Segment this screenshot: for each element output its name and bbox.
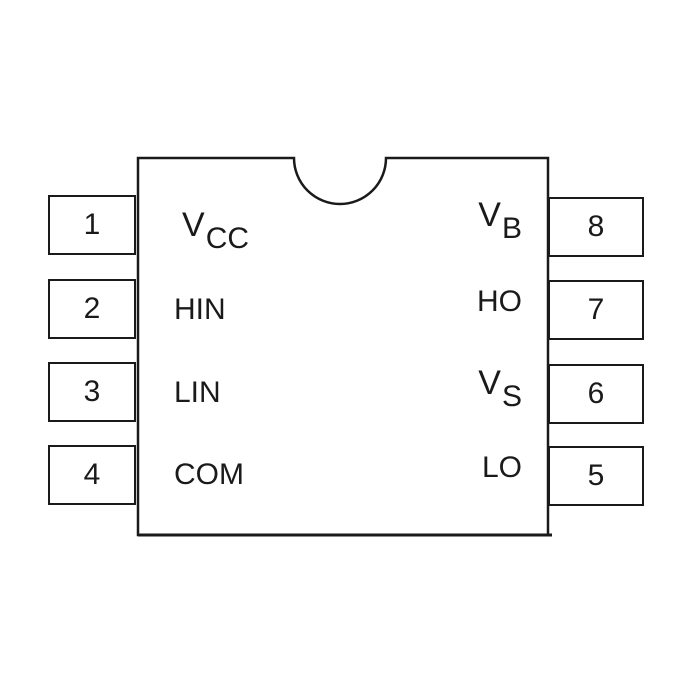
pin-5-label-main: LO bbox=[481, 451, 522, 484]
pin-1-number: 1 bbox=[83, 208, 101, 241]
pin-8-box: 8 bbox=[548, 197, 644, 257]
pin-8-label: VB bbox=[478, 196, 522, 244]
pin-6-number: 6 bbox=[587, 377, 605, 410]
pin-2-number: 2 bbox=[83, 292, 101, 325]
pin-7-number: 7 bbox=[587, 293, 605, 326]
pin-5-box: 5 bbox=[548, 446, 644, 506]
pin-1-box: 1 bbox=[48, 195, 136, 255]
pin-1-label-main: V bbox=[182, 206, 205, 244]
pin-6-label-main: V bbox=[478, 364, 501, 402]
pin-3-number: 3 bbox=[83, 375, 101, 408]
pin-3-label-main: LIN bbox=[174, 376, 221, 409]
pin-1-label-sub: CC bbox=[205, 222, 250, 255]
pin-1-label: VCC bbox=[182, 206, 249, 254]
pin-4-label-main: COM bbox=[174, 458, 244, 491]
pin-2-box: 2 bbox=[48, 279, 136, 339]
pin-5-label: LO bbox=[482, 453, 522, 483]
pin-3-box: 3 bbox=[48, 362, 136, 422]
pin-5-number: 5 bbox=[587, 459, 605, 492]
ic-body-outline bbox=[136, 156, 550, 537]
pin-6-label-sub: S bbox=[501, 380, 522, 413]
pin-2-label-main: HIN bbox=[174, 293, 226, 326]
pin-7-box: 7 bbox=[548, 280, 644, 340]
pin-6-label: VS bbox=[478, 364, 522, 412]
pin-4-label: COM bbox=[174, 460, 244, 490]
pin-3-label: LIN bbox=[174, 378, 221, 408]
pin-4-box: 4 bbox=[48, 445, 136, 505]
pin-6-box: 6 bbox=[548, 364, 644, 424]
pin-7-label-main: HO bbox=[477, 285, 522, 318]
pin-8-number: 8 bbox=[587, 210, 605, 243]
pin-8-label-main: V bbox=[478, 196, 501, 234]
pin-7-label: HO bbox=[477, 287, 522, 317]
pin-4-number: 4 bbox=[83, 458, 101, 491]
pin-2-label: HIN bbox=[174, 295, 226, 325]
pin-8-label-sub: B bbox=[501, 212, 522, 245]
